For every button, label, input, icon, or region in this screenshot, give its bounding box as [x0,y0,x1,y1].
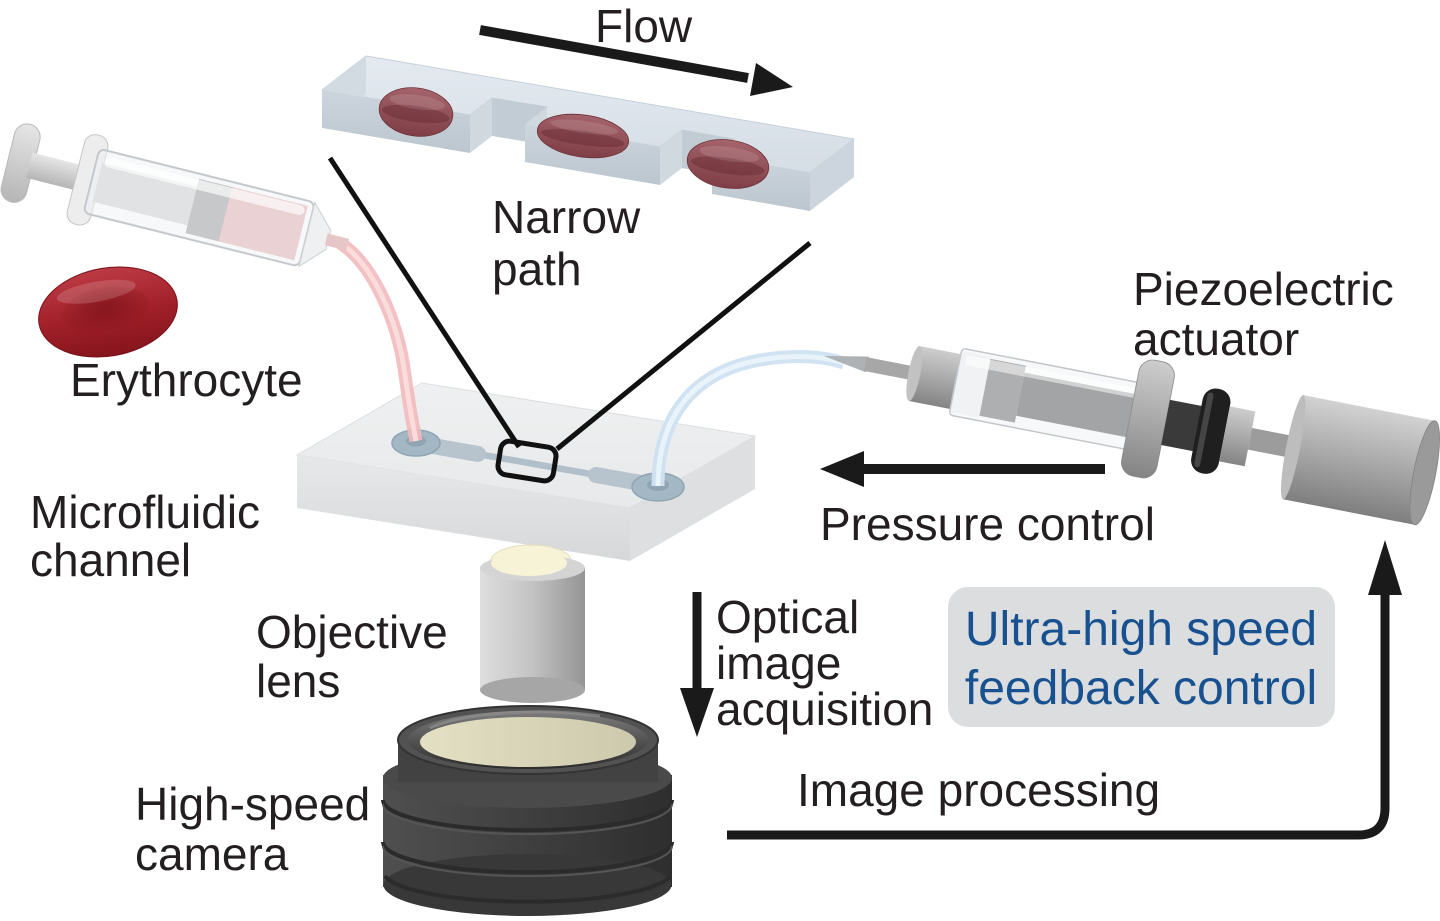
objective-label-line2: lens [256,655,340,707]
zoom-leader-left [327,156,522,449]
narrow-path-label-line2: path [492,243,582,295]
chip-right-face [630,436,755,561]
flow-label: Flow [595,0,693,52]
narrow-path-label-line1: Narrow [492,191,641,243]
piezoelectric-actuator [824,346,1440,526]
actuator-piston [979,358,1026,423]
piezoelectric-actuator-label: Piezoelectric actuator [1133,263,1394,365]
flow-arrow [479,25,793,96]
erythrocyte-label: Erythrocyte [70,354,303,406]
microfluidic-chip [295,382,757,561]
objective-lens [480,544,585,703]
objective-label-line1: Objective [256,606,448,658]
camera-label-line2: camera [135,828,289,880]
step-face [660,130,682,185]
red-inlet-tube [336,237,423,443]
actuator-flange-disk [1121,359,1175,479]
feedback-box-line1: Ultra-high speed [965,603,1317,656]
microfluidic-channel-label: Microfluidic channel [30,486,260,586]
piezo-label-line1: Piezoelectric [1133,263,1394,315]
pressure-control-arrow [820,451,1105,487]
optical-label-line1: Optical [716,591,859,643]
rbc-cell-2 [536,113,630,159]
optical-image-acquisition-label: Optical image acquisition [716,591,933,735]
pressure-control-label: Pressure control [820,498,1155,550]
step-face [470,98,492,153]
image-processing-label: Image processing [797,764,1160,816]
narrow-path-label: Narrow path [492,191,641,295]
piezo-label-line2: actuator [1133,313,1299,365]
feedback-box-line2: feedback control [965,662,1317,715]
high-speed-camera-label: High-speed camera [135,778,370,880]
zoom-leader-right [555,241,812,451]
rbc-cell-3 [686,139,770,189]
actuator-end-cylinder [1283,395,1435,525]
high-speed-camera [381,705,674,916]
erythrocyte [38,266,178,358]
blue-outlet-tube [651,349,846,487]
syringe-tip [298,201,332,268]
narrow-path-right-face [810,139,854,211]
narrow-path-block [320,55,856,211]
camera-label-line1: High-speed [135,778,370,830]
microfluidic-channel-label-line1: Microfluidic [30,486,260,538]
objective-lens-label: Objective lens [256,606,448,707]
actuator-hub2 [1219,406,1256,467]
camera-lens-face [420,717,636,767]
inspection-frame [495,438,559,484]
optical-label-line3: acquisition [716,683,933,735]
microfluidic-channel-label-line2: channel [30,534,191,586]
feedback-control-box: Ultra-high speed feedback control [948,587,1335,727]
actuator-dark-rod [1161,399,1204,452]
syringe [0,123,350,268]
syringe-plunger-rod [26,152,89,192]
optical-label-line2: image [716,637,841,689]
actuator-needle [824,356,869,373]
chip-front-face [297,455,630,561]
rbc-cell-1 [378,87,454,137]
optical-acquisition-arrow [680,592,714,737]
image-processing-arrow [727,540,1402,840]
